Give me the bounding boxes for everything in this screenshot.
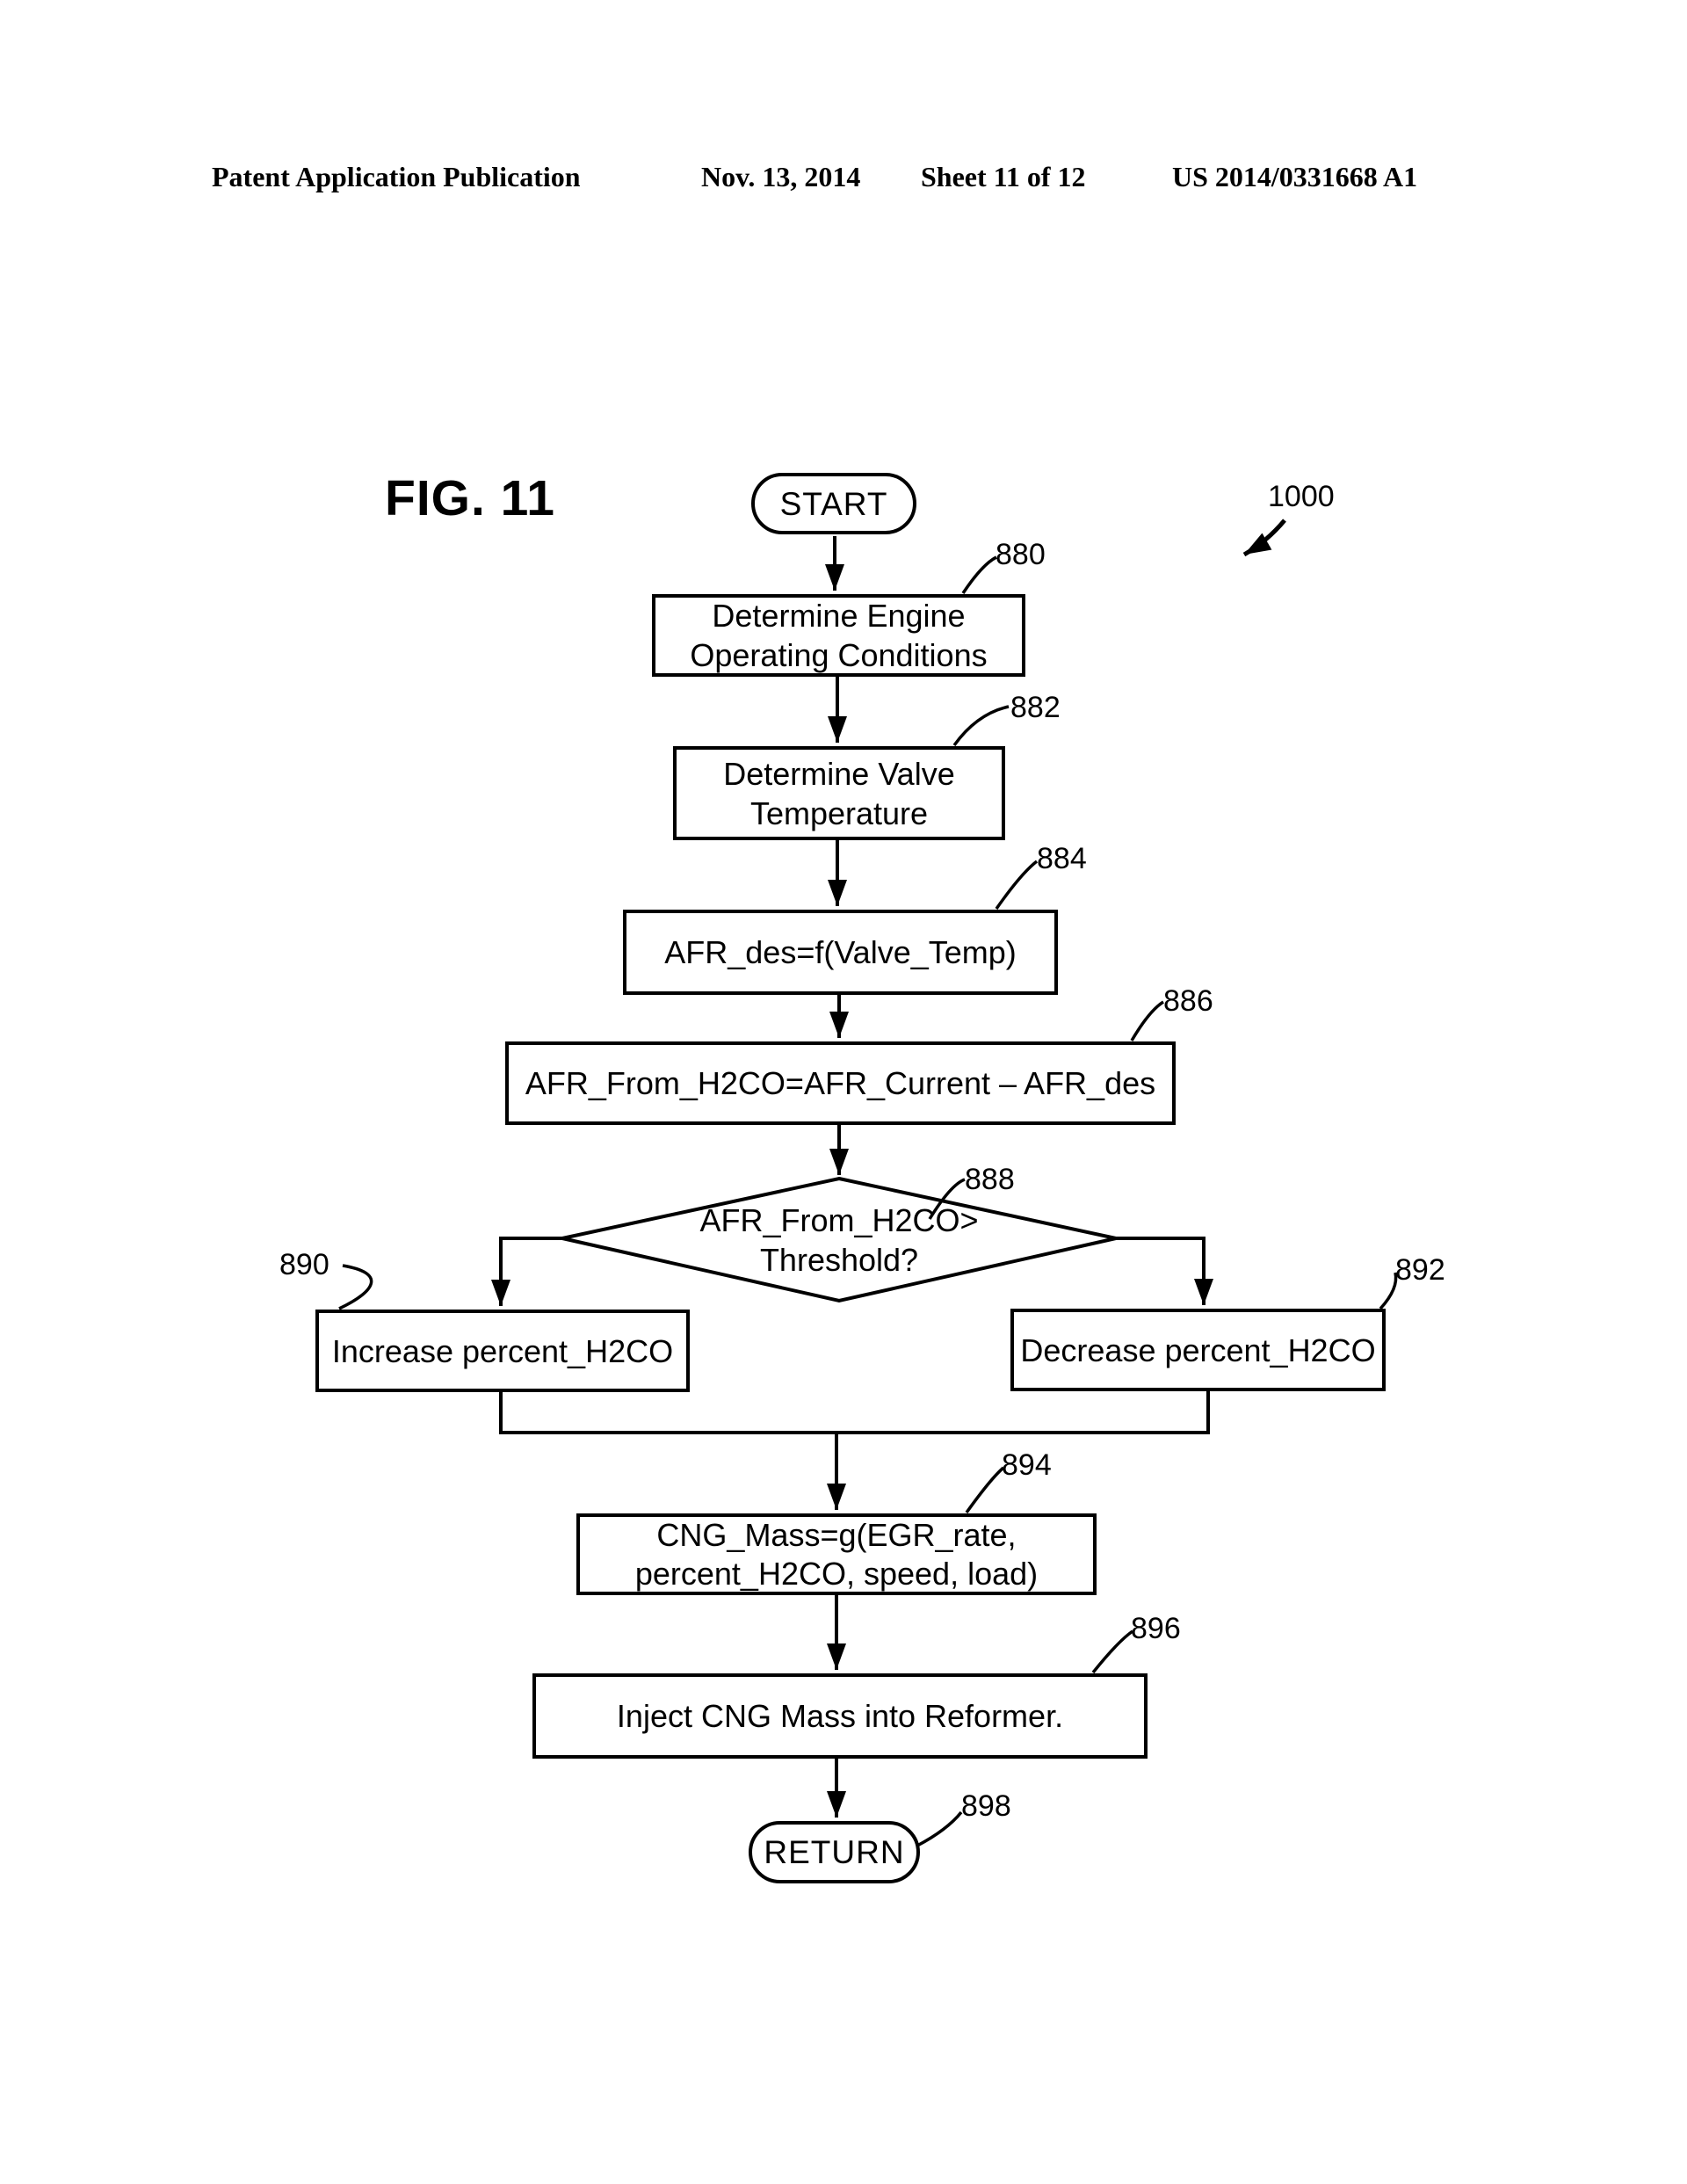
process-box-896: Inject CNG Mass into Reformer. — [532, 1673, 1148, 1759]
leader-884 — [995, 860, 1039, 911]
return-terminal: RETURN — [749, 1821, 920, 1883]
merge-connector — [499, 1390, 1210, 1434]
decision-888-label: AFR_From_H2CO> Threshold? — [699, 1201, 979, 1278]
ref-label-890: 890 — [279, 1248, 329, 1281]
header-publication-type: Patent Application Publication — [212, 161, 581, 192]
leader-886 — [1130, 1000, 1164, 1041]
header-date: Nov. 13, 2014 — [701, 161, 861, 192]
start-terminal: START — [751, 473, 916, 534]
leader-880 — [961, 555, 997, 594]
process-box-892: Decrease percent_H2CO — [1010, 1309, 1386, 1391]
ref-label-886: 886 — [1163, 984, 1213, 1018]
ref-label-898: 898 — [961, 1789, 1011, 1823]
arrow-888-to-892 — [1116, 1237, 1213, 1305]
leader-898 — [916, 1810, 963, 1847]
ref-label-880: 880 — [996, 538, 1046, 571]
process-box-880: Determine Engine Operating Conditions — [652, 594, 1025, 677]
ref-label-888: 888 — [965, 1163, 1015, 1196]
leader-890 — [338, 1264, 373, 1310]
figure-label: FIG. 11 — [385, 470, 555, 526]
ref-label-1000: 1000 — [1268, 480, 1335, 513]
process-box-890: Increase percent_H2CO — [315, 1310, 690, 1392]
process-box-894: CNG_Mass=g(EGR_rate, percent_H2CO, speed… — [576, 1513, 1097, 1595]
diagram-ref-arrow — [1242, 519, 1286, 557]
process-box-886: AFR_From_H2CO=AFR_Current – AFR_des — [505, 1041, 1176, 1125]
ref-label-882: 882 — [1010, 691, 1061, 724]
leader-892 — [1379, 1272, 1398, 1310]
ref-label-896: 896 — [1131, 1612, 1181, 1645]
ref-label-884: 884 — [1037, 842, 1087, 875]
leader-896 — [1091, 1629, 1134, 1674]
process-box-882: Determine Valve Temperature — [673, 746, 1005, 840]
process-box-884: AFR_des=f(Valve_Temp) — [623, 910, 1058, 995]
ref-label-894: 894 — [1002, 1448, 1052, 1482]
leader-882 — [952, 705, 1010, 747]
leader-894 — [965, 1466, 1005, 1514]
header-sheet-number: Sheet 11 of 12 — [921, 161, 1086, 192]
ref-label-892: 892 — [1395, 1253, 1445, 1287]
arrow-888-to-890 — [491, 1237, 562, 1306]
leader-888 — [928, 1178, 966, 1220]
header-patent-number: US 2014/0331668 A1 — [1172, 161, 1418, 192]
decision-diamond-shape — [561, 1176, 1117, 1303]
